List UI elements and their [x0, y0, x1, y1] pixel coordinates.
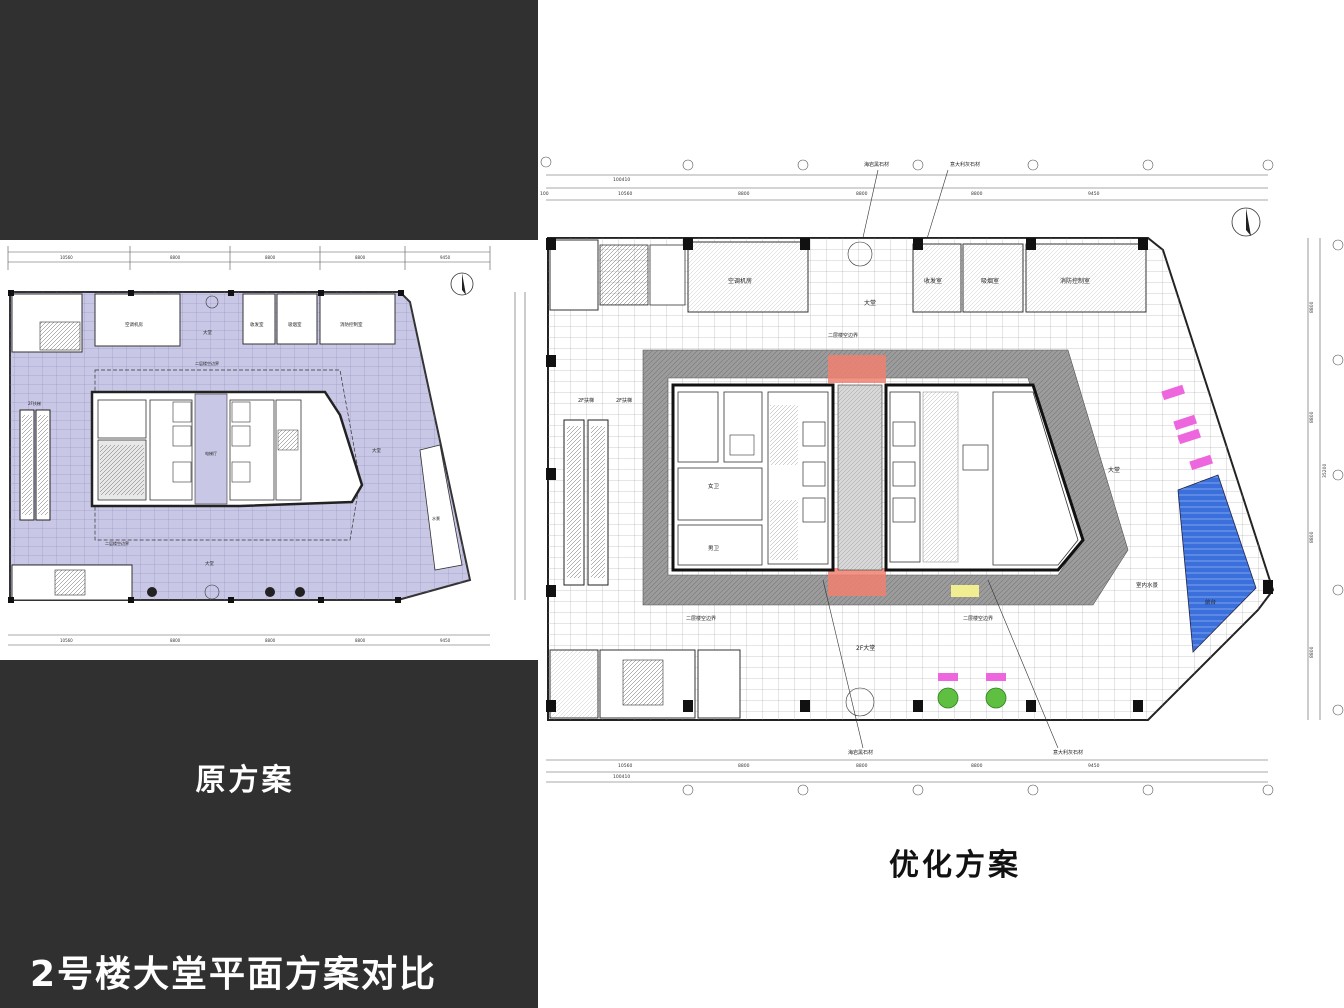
- opt-dim-bottom-5: 9450: [1088, 763, 1100, 769]
- opt-dim-bottom-3: 8800: [856, 763, 868, 769]
- optimized-dimension-bottom: 10560 8800 8800 8800 9450 100410: [546, 759, 1274, 796]
- orig-dim-top-4: 8800: [355, 255, 366, 260]
- orig-dim-top-1: 10560: [60, 255, 73, 260]
- opt-dim-top-2: 8800: [738, 191, 750, 197]
- orig-void-bottom-label: 二层楼空边界: [105, 540, 129, 546]
- original-scheme-caption: 原方案: [195, 763, 295, 798]
- opt-dim-right-4: 8800: [1309, 646, 1315, 658]
- opt-lobby-top-label: 大堂: [864, 299, 876, 307]
- optimized-core: 女卫 男卫: [671, 383, 1085, 572]
- orig-elevator-hall-label: 电梯厅: [205, 450, 217, 456]
- opt-void-bottom-left-label: 二层楼空边界: [686, 615, 716, 622]
- original-void-boundary: [94, 369, 361, 541]
- opt-dim-right-total: 35200: [1322, 464, 1328, 478]
- highlight-marker: [951, 585, 979, 597]
- orig-smoke-room-label: 吸烟室: [288, 321, 302, 328]
- orig-void-top-label: 二层楼空边界: [195, 360, 219, 366]
- orig-ac-room-label: 空调机房: [125, 321, 143, 328]
- opt-dim-bottom-total: 100410: [613, 774, 630, 780]
- material-callouts-bottom: 海岩黑石材 意大利灰石材: [822, 579, 1083, 756]
- opt-dim-top-total: 100410: [613, 177, 630, 183]
- orig-dim-bottom-3: 8800: [265, 638, 276, 643]
- opt-dim-bottom-1: 10560: [618, 763, 632, 769]
- optimized-floor-plan: 100410 10560 8800 8800 8800 9450 100 海岩黑…: [538, 150, 1344, 800]
- void-marker-bottom: [828, 568, 886, 596]
- opt-reception-label: 前台: [1205, 598, 1217, 606]
- orig-dim-top-3: 8800: [265, 255, 276, 260]
- opt-dim-right-3: 8800: [1309, 531, 1315, 543]
- orig-escalator-label: 2F扶梯: [28, 400, 41, 406]
- opt-dim-left-edge: 100: [540, 191, 549, 197]
- opt-callout-top-left: 海岩黑石材: [864, 161, 889, 168]
- opt-dim-top-4: 8800: [971, 191, 983, 197]
- opt-void-top-label: 二层楼空边界: [828, 332, 858, 339]
- orig-water-feature-label: 水景: [432, 515, 440, 521]
- opt-dim-top-3: 8800: [856, 191, 868, 197]
- opt-dim-right-1: 8800: [1309, 301, 1315, 313]
- void-marker-top: [828, 355, 886, 383]
- opt-dim-bottom-4: 8800: [971, 763, 983, 769]
- original-plan-drawing: 10560 8800 8800 8800 9450 空调机房 收发室 吸烟室 消…: [7, 246, 526, 646]
- opt-dim-right-2: 8800: [1309, 411, 1315, 423]
- opt-water-feature-label: 室内水景: [1136, 581, 1159, 589]
- optimized-plan-drawing: 100410 10560 8800 8800 8800 9450 100 海岩黑…: [540, 156, 1344, 796]
- opt-callout-bottom-right: 意大利灰石材: [1053, 749, 1083, 756]
- orig-lobby-right-label: 大堂: [372, 447, 381, 454]
- original-dimension-top: 10560 8800 8800 8800 9450: [7, 246, 491, 270]
- north-arrow-icon: [450, 272, 474, 296]
- opt-mail-room-label: 收发室: [924, 277, 942, 285]
- opt-smoke-room-label: 吸烟室: [981, 277, 999, 285]
- opt-escalator-1-label: 2F扶梯: [578, 397, 594, 404]
- opt-dim-top-5: 9450: [1088, 191, 1100, 197]
- opt-male-wc-label: 男卫: [708, 545, 720, 552]
- orig-dim-bottom-2: 8800: [170, 638, 181, 643]
- optimized-dimension-top: 100410 10560 8800 8800 8800 9450 100: [540, 156, 1274, 201]
- opt-dim-top-1: 10560: [618, 191, 632, 197]
- optimized-top-rooms: 空调机房 收发室 吸烟室 消防控制室 大堂 二层楼空边界: [549, 239, 1147, 339]
- original-dimension-bottom: 10560 8800 8800 8800 9450: [8, 634, 490, 646]
- original-core: 电梯厅: [90, 390, 364, 508]
- optimized-columns: [546, 238, 1273, 712]
- orig-lobby-top-label: 大堂: [203, 329, 212, 336]
- orig-mail-room-label: 收发室: [250, 321, 264, 328]
- opt-ac-room-label: 空调机房: [728, 277, 752, 285]
- original-columns: [8, 290, 404, 603]
- optimized-bottom-rooms: 2F大堂 二层楼空边界 二层楼空边界: [549, 615, 993, 719]
- optimized-scheme-caption: 优化方案: [889, 848, 1021, 883]
- original-water-feature: [419, 444, 463, 571]
- original-top-rooms: 空调机房 收发室 吸烟室 消防控制室 大堂 二层楼空边界: [11, 293, 396, 366]
- original-bottom-rooms: 大堂 二层楼空边界: [11, 540, 305, 601]
- orig-dim-top-5: 9450: [440, 255, 451, 260]
- opt-dim-bottom-2: 8800: [738, 763, 750, 769]
- opt-lobby-right-label: 大堂: [1108, 466, 1120, 474]
- opt-callout-top-right: 意大利灰石材: [950, 161, 980, 168]
- orig-dim-bottom-4: 8800: [355, 638, 366, 643]
- orig-fire-control-label: 消防控制室: [340, 321, 363, 328]
- opt-lobby-bottom-label: 2F大堂: [856, 644, 875, 652]
- orig-lobby-bottom-label: 大堂: [205, 560, 214, 567]
- original-escalators: 2F扶梯: [19, 400, 51, 521]
- optimized-dimension-right: 8800 8800 8800 8800 35200: [1307, 238, 1344, 720]
- north-arrow-icon: [1231, 207, 1261, 237]
- magenta-seating: [938, 384, 1214, 681]
- opt-fire-control-label: 消防控制室: [1060, 277, 1090, 285]
- opt-callout-bottom-left: 海岩黑石材: [848, 749, 873, 756]
- indoor-water-feature: [1177, 474, 1257, 653]
- orig-dim-bottom-1: 10560: [60, 638, 73, 643]
- orig-dim-top-2: 8800: [170, 255, 181, 260]
- optimized-escalators: 2F扶梯 2F扶梯: [563, 397, 632, 586]
- original-dimension-right: [514, 292, 526, 600]
- opt-escalator-2-label: 2F扶梯: [616, 397, 632, 404]
- page-title: 2号楼大堂平面方案对比: [30, 954, 438, 995]
- original-floor-plan: 10560 8800 8800 8800 9450 空调机房 收发室 吸烟室 消…: [0, 240, 538, 660]
- orig-dim-bottom-5: 9450: [440, 638, 451, 643]
- opt-female-wc-label: 女卫: [708, 482, 720, 490]
- plant-icons: [937, 687, 1007, 709]
- opt-void-bottom-right-label: 二层楼空边界: [963, 615, 993, 622]
